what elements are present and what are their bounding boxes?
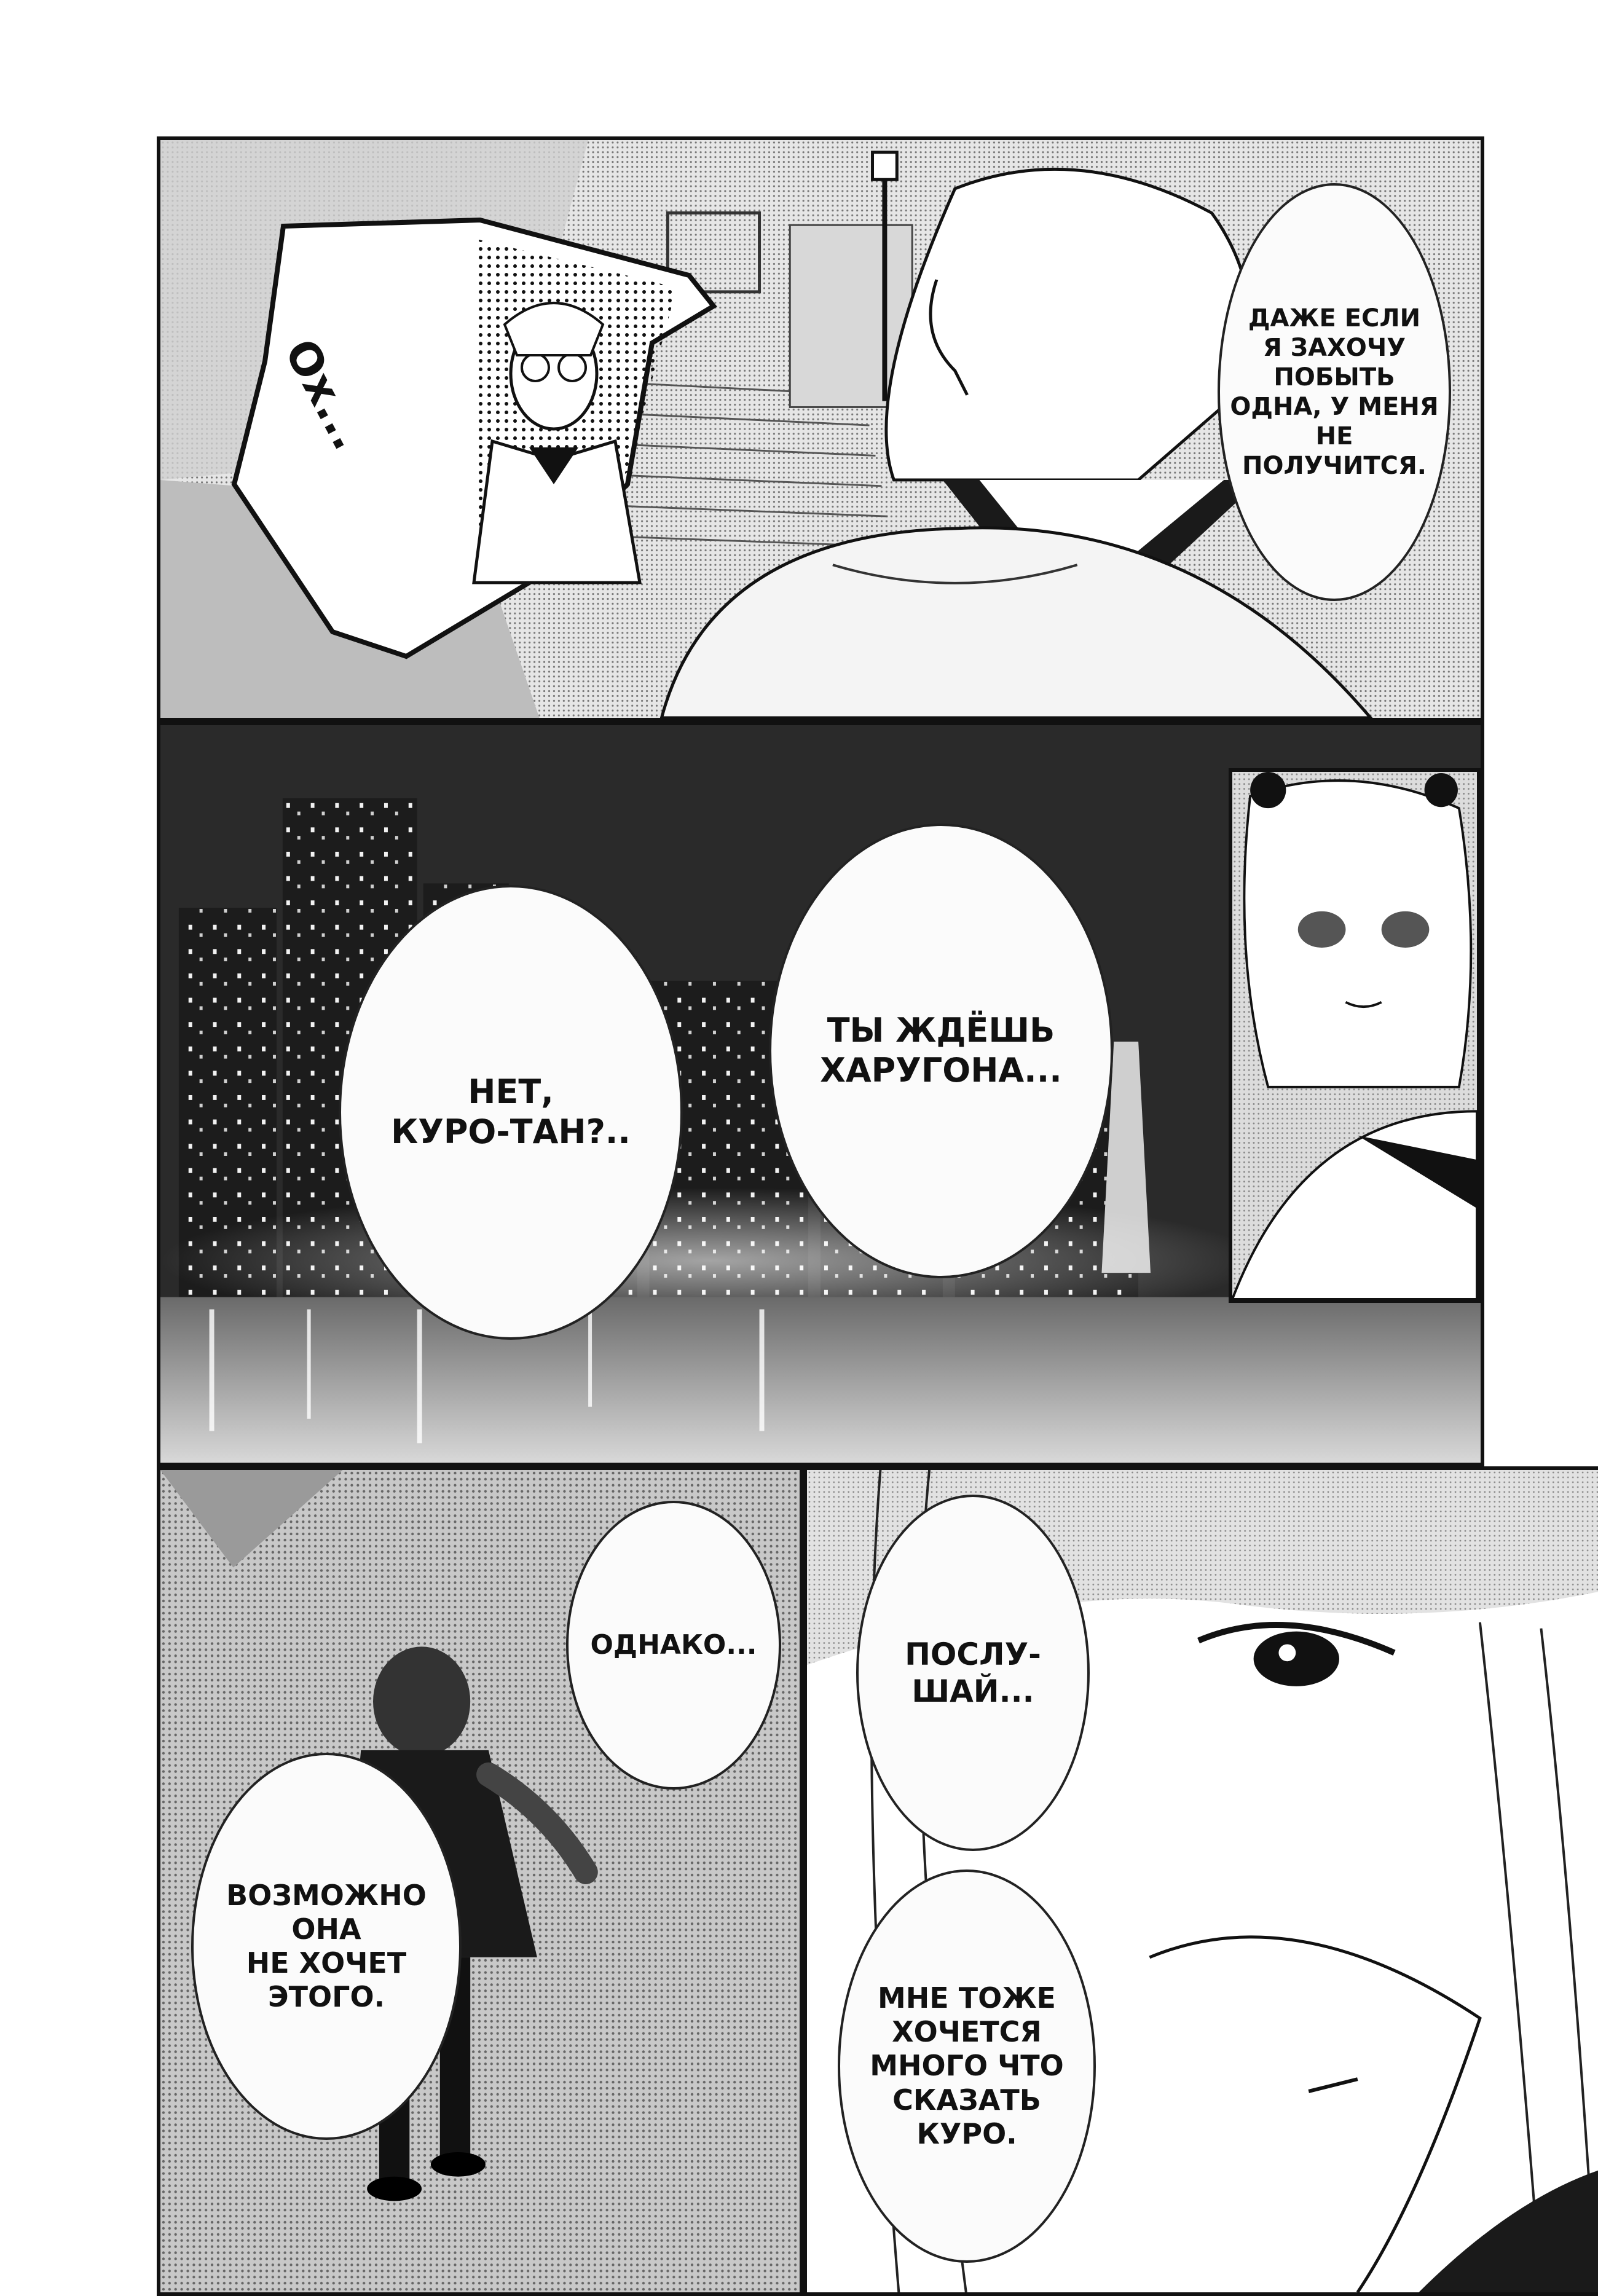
- speech-bubble-center: Ты ждёшь Харугона...: [769, 824, 1113, 1278]
- panel-closeup: Послу- шай... Мне тоже хочется много что…: [803, 1466, 1598, 2296]
- bubble-text: Мне тоже хочется много что сказать Куро.: [870, 1981, 1064, 2150]
- speech-bubble-right: Даже если я захочу побыть одна, у меня н…: [1218, 183, 1451, 601]
- speech-bubble-bottom: Мне тоже хочется много что сказать Куро.: [838, 1869, 1096, 2263]
- bubble-text: Послу- шай...: [905, 1637, 1041, 1709]
- bubble-text: Даже если я захочу побыть одна, у меня н…: [1230, 304, 1439, 480]
- speech-bubble-left: Возможно она не хочет этого.: [191, 1753, 462, 2140]
- panel-night-city: Нет, Куро-тан?.. Ты ждёшь Харугона...: [157, 721, 1484, 1466]
- portrait-artwork: [1232, 772, 1477, 1299]
- bubble-text: Ты ждёшь Харугона...: [820, 1011, 1062, 1090]
- speech-bubble-top: Послу- шай...: [856, 1495, 1090, 1851]
- bubble-text: Возможно она не хочет этого.: [226, 1878, 427, 2014]
- bubble-text: Однако...: [590, 1629, 757, 1661]
- burst-balloon-shape: [231, 217, 717, 659]
- bubble-text: Нет, Куро-тан?..: [391, 1072, 631, 1151]
- panel-park-scene: Ох... Даже если я захочу побыть одна, у …: [157, 136, 1484, 721]
- panel-girl-walking: Однако... Возможно она не хочет этого.: [157, 1466, 803, 2296]
- inset-portrait-panel: [1229, 768, 1481, 1303]
- speech-bubble-left: Нет, Куро-тан?..: [339, 885, 683, 1340]
- speech-bubble-top: Однако...: [566, 1501, 781, 1790]
